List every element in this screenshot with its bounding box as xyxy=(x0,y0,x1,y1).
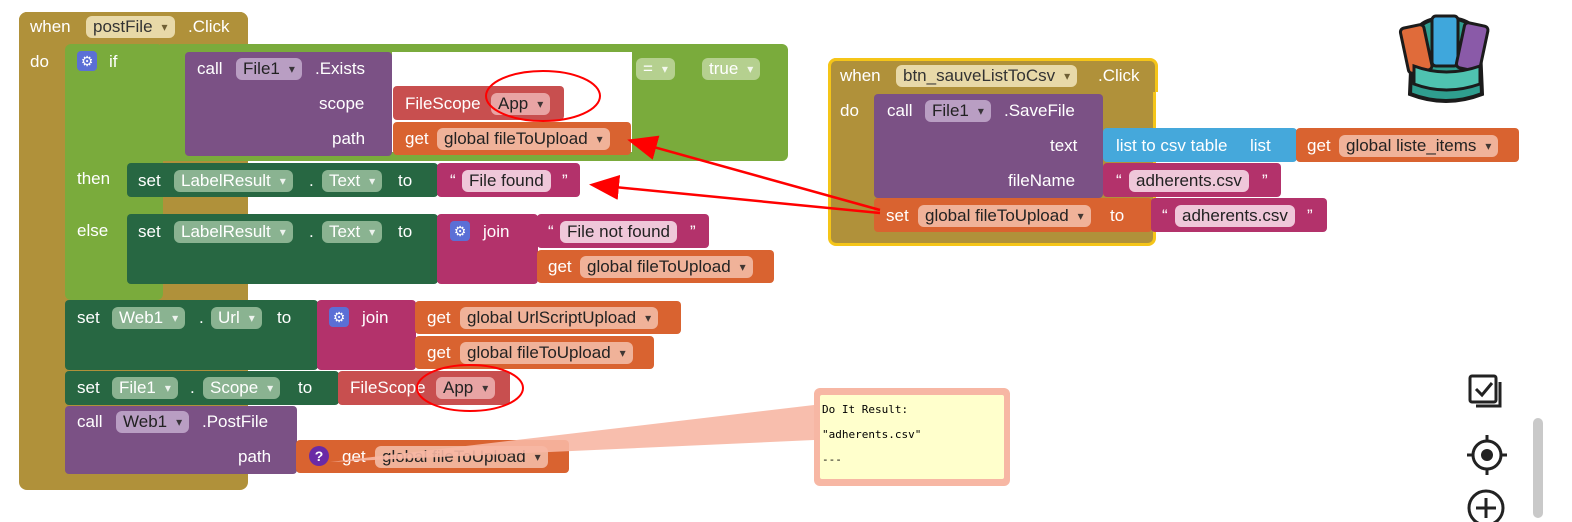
filescope-label: FileScope xyxy=(405,94,481,113)
close-quote: ” xyxy=(690,222,696,241)
text-property-dropdown[interactable]: Text xyxy=(322,221,383,243)
file1-dropdown[interactable]: File1 xyxy=(925,100,991,122)
scope-property-dropdown[interactable]: Scope xyxy=(203,377,281,399)
open-quote: “ xyxy=(450,171,456,190)
click-event-label: .Click xyxy=(1098,66,1140,85)
to-label: to xyxy=(398,222,413,241)
do-label: do xyxy=(30,52,49,71)
dot-label: . xyxy=(309,222,314,241)
do-label: do xyxy=(840,101,859,120)
call-label: call xyxy=(887,101,913,120)
text-arg-label: text xyxy=(1050,136,1078,155)
get-label: get xyxy=(342,447,366,466)
set-file1-scope-block[interactable] xyxy=(65,371,339,405)
savefile-method-label: .SaveFile xyxy=(1004,101,1075,120)
file1-dropdown[interactable]: File1 xyxy=(236,58,302,80)
set-web1-url-block[interactable] xyxy=(65,300,318,370)
btn-sauvelisttocsv-dropdown[interactable]: btn_sauveListToCsv xyxy=(896,65,1078,87)
urlscriptupload-dropdown[interactable]: global UrlScriptUpload xyxy=(460,307,659,329)
open-quote: “ xyxy=(1116,171,1122,190)
close-quote: ” xyxy=(1262,171,1268,190)
set-label: set xyxy=(138,171,161,190)
zoom-in-icon[interactable] xyxy=(1466,488,1506,522)
join-mutator-gear-icon[interactable]: ⚙ xyxy=(450,221,470,241)
path-label: path xyxy=(332,129,366,148)
open-quote: “ xyxy=(548,222,554,241)
dot-label: . xyxy=(309,171,314,190)
file-not-found-text-field[interactable]: File not found xyxy=(560,221,678,243)
filename-arg-label: fileName xyxy=(1008,171,1076,190)
scope-label: scope xyxy=(319,94,365,113)
backpack-icon[interactable] xyxy=(1390,8,1502,108)
filetoupload-dropdown[interactable]: global fileToUpload xyxy=(460,342,633,364)
call-label: call xyxy=(77,412,103,431)
path-label: path xyxy=(238,447,272,466)
close-quote: ” xyxy=(562,171,568,190)
else-label: else xyxy=(77,221,109,240)
get-label: get xyxy=(405,129,429,148)
postfile-dropdown[interactable]: postFile xyxy=(86,16,175,38)
list-to-csv-label: list to csv table xyxy=(1116,136,1228,155)
dot-label: . xyxy=(199,308,204,327)
checkbox-icon[interactable] xyxy=(1466,372,1506,412)
click-event-label: .Click xyxy=(188,17,230,36)
url-property-dropdown[interactable]: Url xyxy=(211,307,262,329)
filetoupload-dropdown[interactable]: global fileToUpload xyxy=(918,205,1091,227)
open-quote: “ xyxy=(1162,206,1168,225)
set-label: set xyxy=(138,222,161,241)
join-mutator-gear-icon[interactable]: ⚙ xyxy=(329,307,349,327)
close-quote: ” xyxy=(1307,206,1313,225)
then-label: then xyxy=(77,169,111,188)
comment-line-2: "adherents.csv" xyxy=(822,428,922,441)
liste-items-dropdown[interactable]: global liste_items xyxy=(1339,135,1499,157)
get-label: get xyxy=(548,257,572,276)
set-value-text-field[interactable]: adherents.csv xyxy=(1175,205,1295,227)
filename-text-field[interactable]: adherents.csv xyxy=(1129,170,1249,192)
comment-line-1: Do It Result: xyxy=(822,403,909,416)
filetoupload-dropdown[interactable]: global fileToUpload xyxy=(580,256,753,278)
web1-dropdown[interactable]: Web1 xyxy=(116,411,190,433)
file-found-text-field[interactable]: File found xyxy=(462,170,551,192)
exists-method-label: .Exists xyxy=(315,59,366,78)
when-label: when xyxy=(30,17,71,36)
to-label: to xyxy=(398,171,413,190)
call-label: call xyxy=(197,59,223,78)
vertical-scrollbar[interactable] xyxy=(1533,418,1543,518)
do-it-result-comment[interactable]: Do It Result: "adherents.csv" --- xyxy=(814,388,1010,486)
comment-line-3: --- xyxy=(822,453,842,466)
text-property-dropdown[interactable]: Text xyxy=(322,170,383,192)
filetoupload-dropdown[interactable]: global fileToUpload xyxy=(437,128,610,150)
labelresult-dropdown[interactable]: LabelResult xyxy=(174,221,293,243)
true-dropdown[interactable]: true xyxy=(702,58,761,80)
question-help-icon[interactable]: ? xyxy=(309,446,329,466)
set-label: set xyxy=(77,378,100,397)
if-mutator-gear-icon[interactable]: ⚙ xyxy=(77,51,97,71)
get-label: get xyxy=(427,308,451,327)
postfile-method-label: .PostFile xyxy=(202,412,269,431)
get-label: get xyxy=(427,343,451,362)
set-label: set xyxy=(77,308,100,327)
labelresult-dropdown[interactable]: LabelResult xyxy=(174,170,293,192)
join-label: join xyxy=(483,222,510,241)
dot-label: . xyxy=(190,378,195,397)
equals-operator-dropdown[interactable]: = xyxy=(636,58,675,80)
target-icon[interactable] xyxy=(1466,434,1508,476)
when-label: when xyxy=(840,66,881,85)
filescope-label: FileScope xyxy=(350,378,426,397)
to-label: to xyxy=(298,378,313,397)
web1-dropdown[interactable]: Web1 xyxy=(112,307,186,329)
file1-dropdown[interactable]: File1 xyxy=(112,377,178,399)
list-to-csv-table-block[interactable] xyxy=(1103,128,1297,162)
list-arg-label: list xyxy=(1250,136,1271,155)
to-label: to xyxy=(277,308,292,327)
if-label: if xyxy=(109,52,118,71)
to-label: to xyxy=(1110,206,1125,225)
set-label: set xyxy=(886,206,909,225)
comment-textarea[interactable]: Do It Result: "adherents.csv" --- xyxy=(820,395,1004,479)
join-label: join xyxy=(362,308,389,327)
get-label: get xyxy=(1307,136,1331,155)
